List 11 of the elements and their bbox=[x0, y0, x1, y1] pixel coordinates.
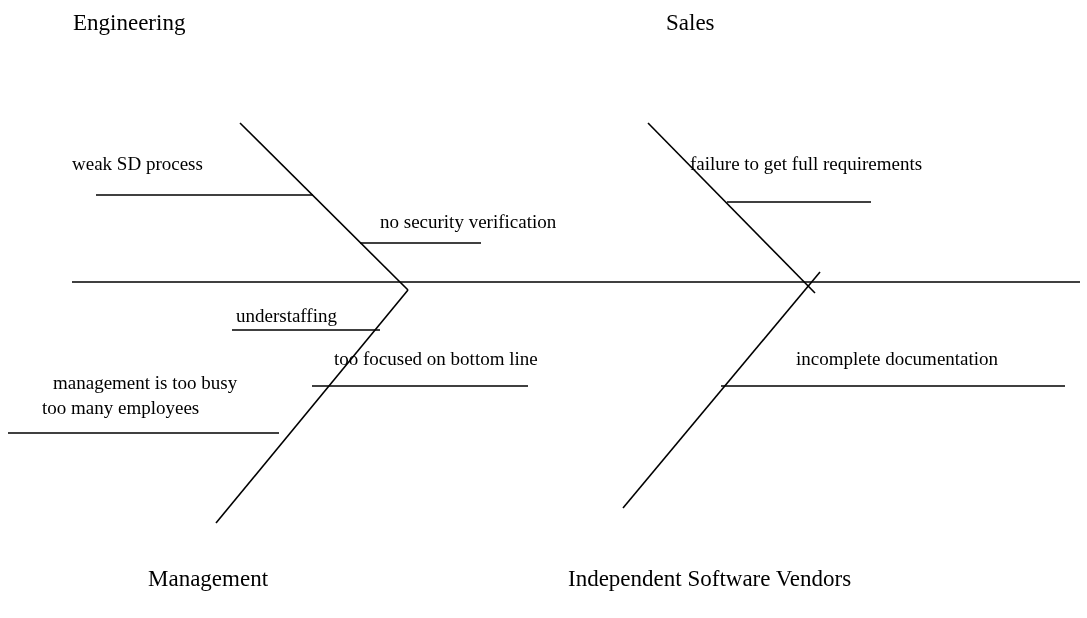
cause-label: weak SD process bbox=[72, 153, 203, 175]
cause-label: no security verification bbox=[380, 211, 557, 233]
category-label: Engineering bbox=[73, 10, 186, 37]
cause-label: management is too busy bbox=[53, 372, 238, 394]
cause-label: failure to get full requirements bbox=[690, 153, 923, 175]
category-label: Management bbox=[148, 566, 269, 593]
cause-label: too many employees bbox=[42, 397, 200, 419]
category-label: Sales bbox=[666, 10, 715, 37]
cause-label: incomplete documentation bbox=[796, 348, 999, 370]
category-label: Independent Software Vendors bbox=[568, 566, 852, 593]
cause-label: understaffing bbox=[236, 305, 337, 327]
